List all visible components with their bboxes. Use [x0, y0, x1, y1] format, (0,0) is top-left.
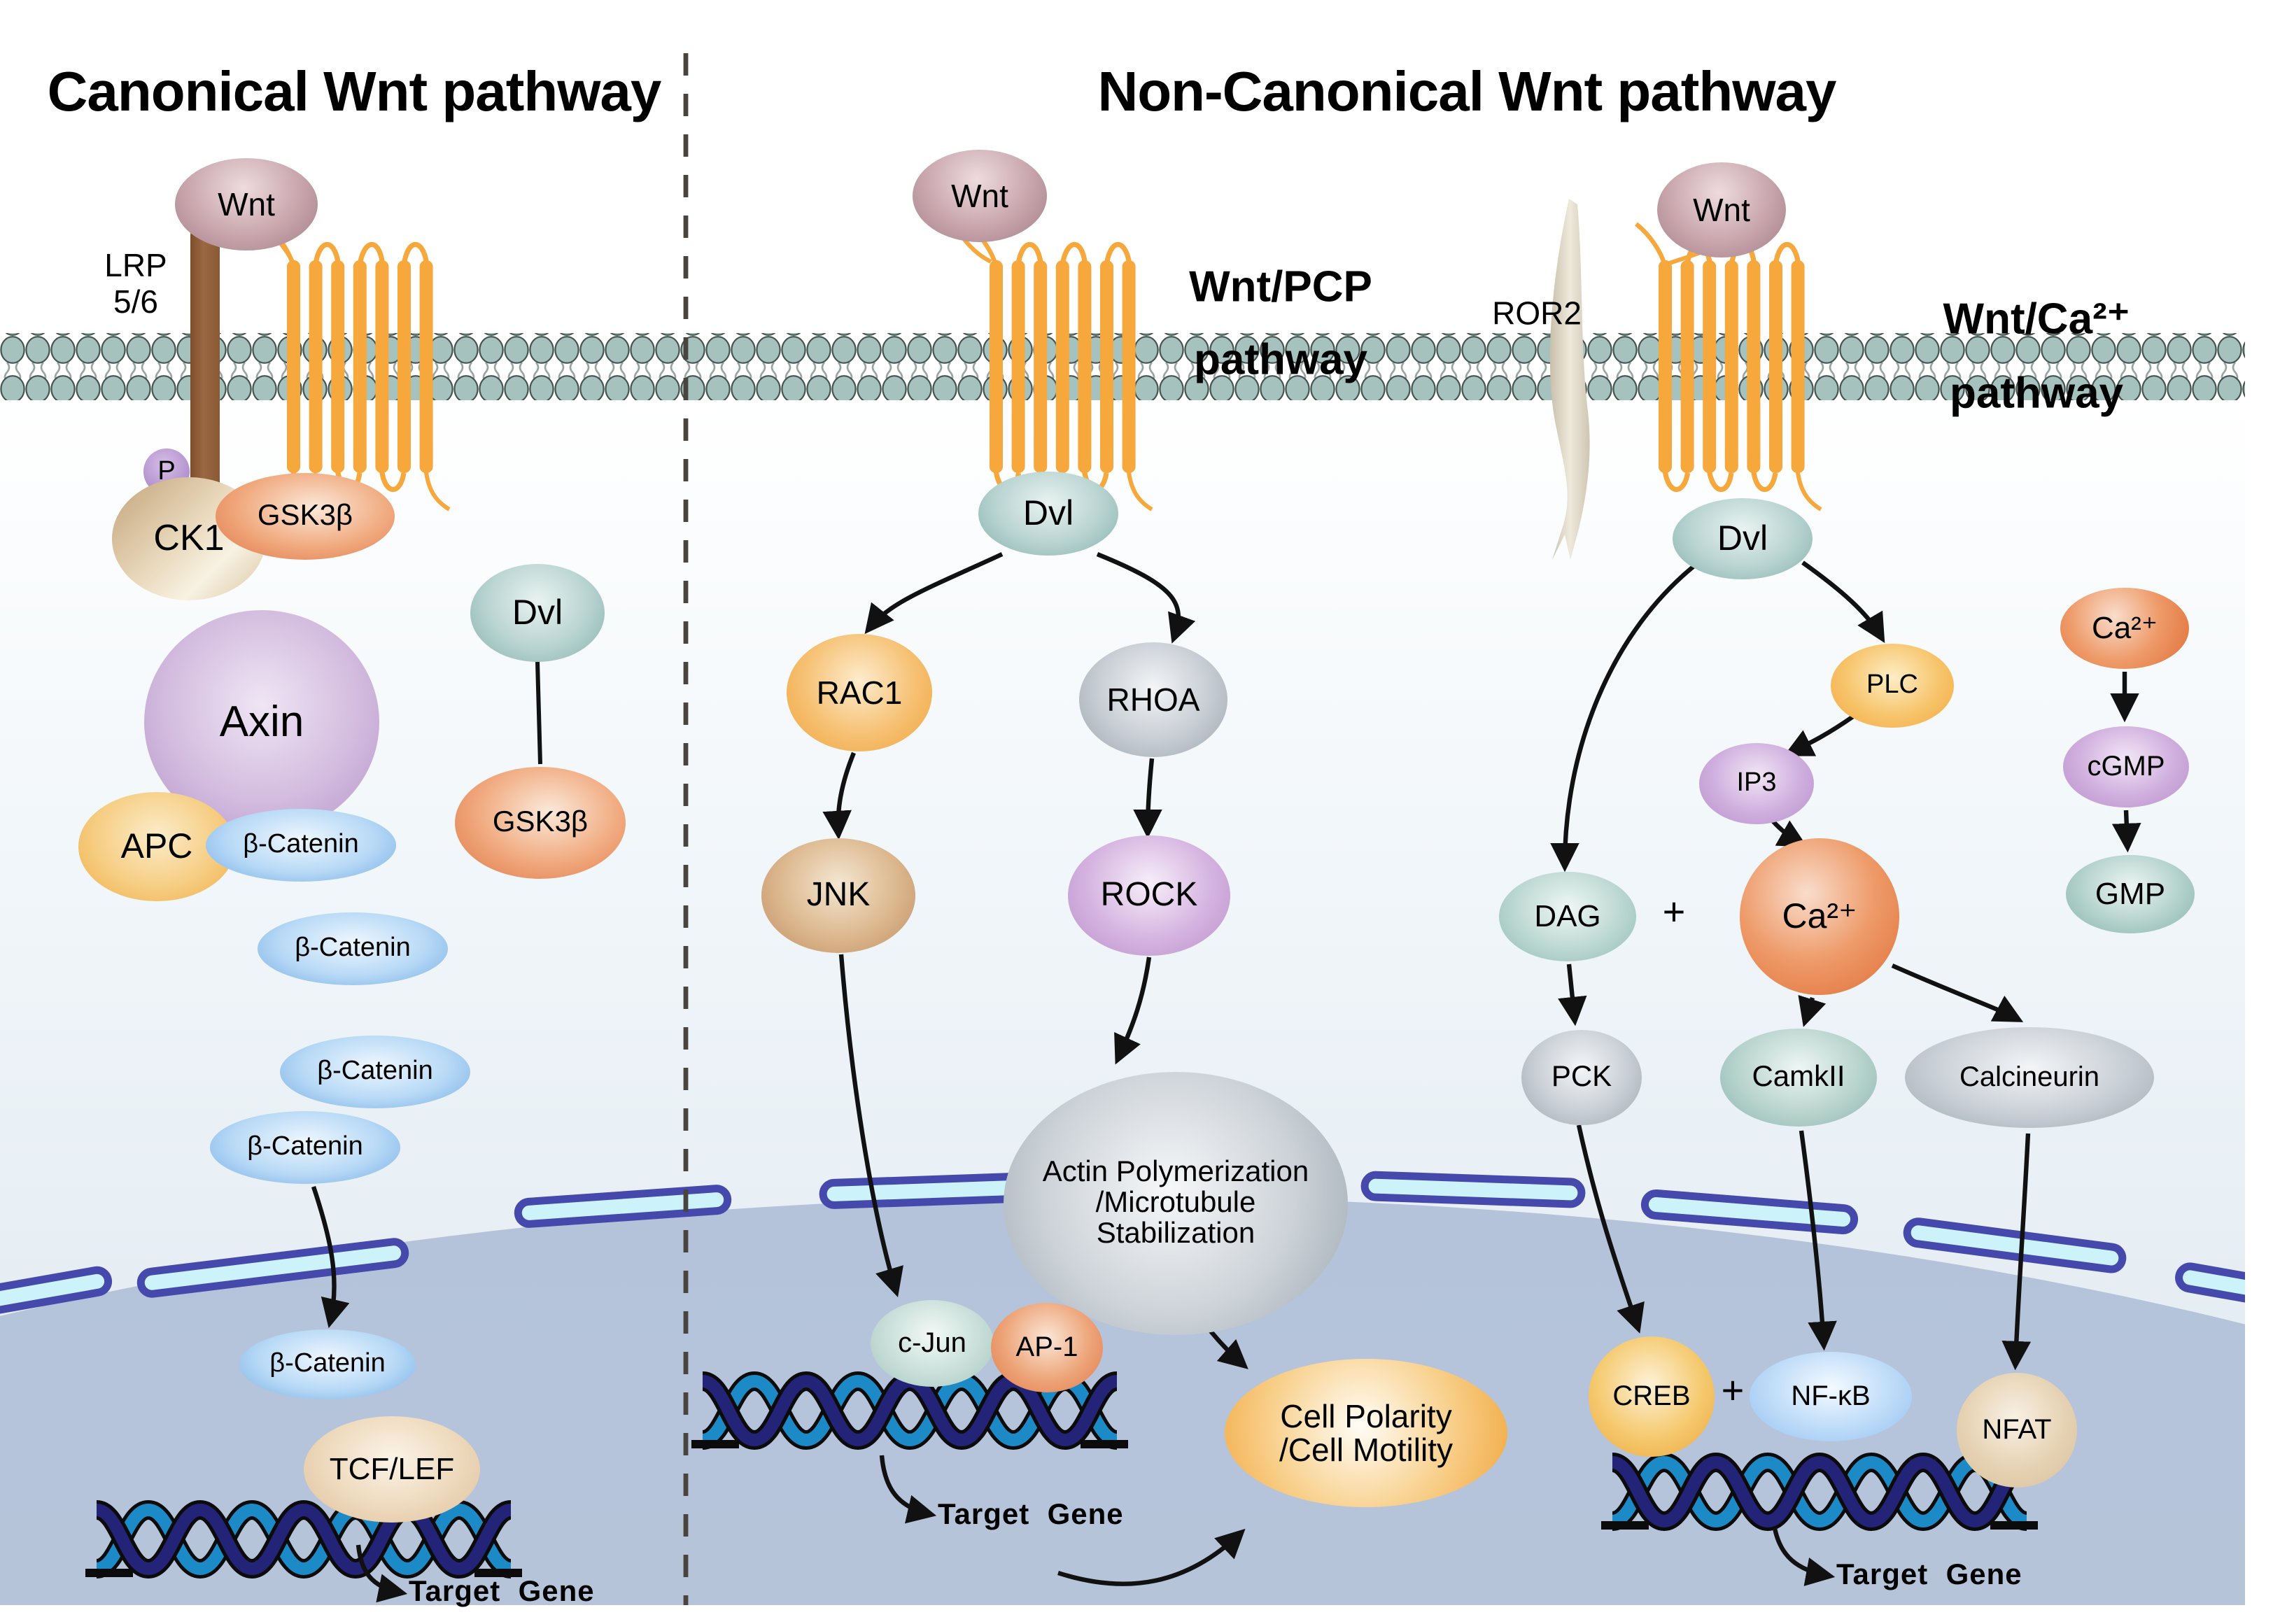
target-gene-ca: Target Gene — [1836, 1559, 2022, 1591]
title-wnt-pcp-line2: pathway — [1193, 334, 1368, 384]
arrow-targetgene-to-cellpolarity — [1057, 1528, 1246, 1586]
node-ca2-main: Ca²⁺ — [1740, 838, 1899, 995]
lrp-label: LRP 5/6 — [104, 247, 167, 320]
title-non-canonical: Non-Canonical Wnt pathway — [1097, 62, 1837, 123]
node-dvl-pcp: Dvl — [978, 472, 1118, 556]
node-cell-polarity: Cell Polarity /Cell Motility — [1225, 1359, 1507, 1507]
target-gene-canonical: Target Gene — [409, 1576, 595, 1608]
ror2-receptor — [1549, 199, 1590, 560]
plus-creb-nfkb: + — [1721, 1368, 1745, 1412]
right-margin — [2245, 0, 2273, 1624]
node-tcf-lef: TCF/LEF — [304, 1416, 480, 1523]
node-wnt-ca: Wnt — [1657, 162, 1786, 257]
node-creb: CREB — [1589, 1336, 1715, 1457]
node-ap1: AP-1 — [991, 1303, 1103, 1392]
node-beta-catenin-3: β-Catenin — [280, 1036, 470, 1108]
arrow-pck-to-creb — [1576, 1124, 1645, 1334]
nuclear-envelope — [0, 1170, 2273, 1320]
node-beta-catenin-nucleus: β-Catenin — [239, 1329, 416, 1399]
ror2-label: ROR2 — [1492, 295, 1582, 332]
arrow-dvl-to-dag — [1550, 558, 1703, 873]
arrow-rock-to-actin — [1114, 956, 1152, 1065]
node-jnk: JNK — [761, 838, 915, 953]
node-wnt-pcp: Wnt — [913, 150, 1047, 242]
node-pck: PCK — [1521, 1030, 1642, 1125]
frizzled-receptor-pcp — [967, 224, 1152, 509]
arrow-dvl-to-rhoa — [1096, 552, 1196, 644]
node-nfat: NFAT — [1957, 1373, 2077, 1488]
node-beta-catenin-2: β-Catenin — [258, 912, 448, 985]
node-cgmp: cGMP — [2063, 726, 2189, 807]
node-actin-polymerization: Actin Polymerization /Microtubule Stabil… — [1004, 1072, 1348, 1335]
arrow-ca-to-calcineurin — [1891, 963, 2024, 1022]
node-calcineurin: Calcineurin — [1905, 1027, 2154, 1128]
title-canonical: Canonical Wnt pathway — [47, 62, 662, 123]
node-beta-catenin-4: β-Catenin — [210, 1111, 400, 1184]
node-c-jun: c-Jun — [871, 1300, 994, 1387]
node-dag: DAG — [1499, 872, 1636, 961]
node-dvl-canonical: Dvl — [470, 564, 605, 662]
arrow-ca-to-camkii — [1798, 995, 1827, 1027]
node-gsk3b-dvl: GSK3β — [455, 767, 626, 879]
arrow-calcineurin-to-nfat — [2001, 1133, 2032, 1371]
arrow-rac1-to-jnk — [822, 751, 856, 840]
arrow-jnk-to-cjun — [838, 954, 903, 1297]
frizzled-receptor-canonical — [265, 224, 449, 509]
lrp-receptor-bar — [190, 221, 220, 504]
node-dvl-ca: Dvl — [1673, 498, 1813, 579]
node-plc: PLC — [1831, 644, 1954, 728]
target-gene-pcp: Target Gene — [938, 1499, 1124, 1531]
node-gmp: GMP — [2066, 855, 2195, 933]
arrow-bcatenin-to-nucleus — [311, 1185, 350, 1329]
node-rock: ROCK — [1068, 835, 1230, 956]
arrow-rhoa-to-rock — [1133, 758, 1162, 839]
node-gsk3b-receptor: GSK3β — [216, 473, 395, 560]
node-ip3: IP3 — [1699, 743, 1814, 824]
node-rhoa: RHOA — [1079, 642, 1227, 757]
node-nfkb: NF-κB — [1750, 1352, 1912, 1441]
title-wnt-pcp-line1: Wnt/PCP — [1189, 262, 1372, 311]
node-camkii: CamkII — [1720, 1029, 1877, 1127]
title-wnt-ca-line2: pathway — [1949, 368, 2124, 418]
title-wnt-ca-line1: Wnt/Ca²⁺ — [1943, 294, 2130, 344]
arrow-dna-to-target-gene-right — [1772, 1527, 1836, 1586]
arrow-actin-to-cellpolarity — [1207, 1328, 1248, 1369]
node-wnt-canonical: Wnt — [175, 158, 318, 250]
arrow-dna-to-target-gene-mid — [879, 1455, 937, 1524]
dvl-gsk3b-link — [535, 661, 542, 765]
arrow-camkii-to-nfkb — [1799, 1130, 1837, 1351]
node-ca2-right: Ca²⁺ — [2060, 588, 2189, 669]
arrow-dvl-to-rac1 — [864, 552, 1004, 635]
pathway-arrows — [311, 552, 2141, 1603]
plus-dag-ca: + — [1662, 889, 1686, 933]
node-rac1: RAC1 — [787, 634, 932, 751]
arrow-dvl-to-plc — [1801, 560, 1885, 643]
arrow-dag-to-pck — [1558, 963, 1587, 1026]
frizzled-receptor-ca — [1636, 224, 1821, 509]
arrow-plc-to-ip3 — [1783, 714, 1855, 756]
node-beta-catenin-1: β-Catenin — [206, 809, 396, 882]
bottom-margin — [0, 1605, 2273, 1624]
arrow-cgmp-to-gmp — [2111, 810, 2141, 853]
arrow-dna-to-target-gene-left — [356, 1544, 408, 1603]
